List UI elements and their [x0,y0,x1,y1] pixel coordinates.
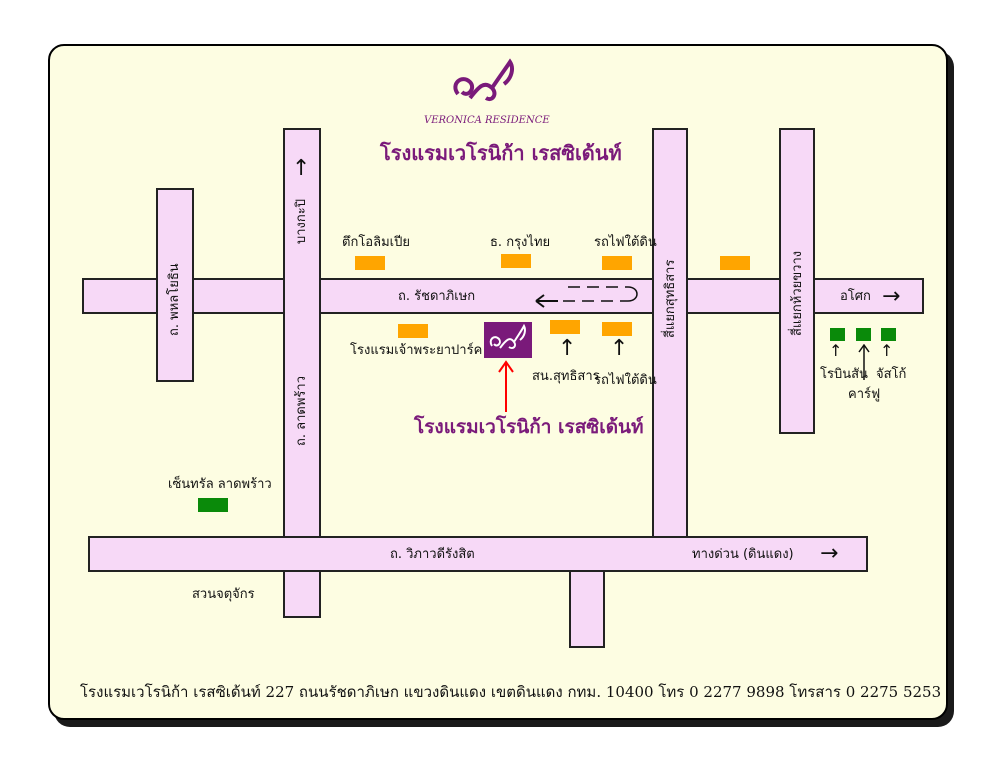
label-asok: อโศก [840,289,871,304]
label-mrt1: รถไฟใต้ดิน [594,235,657,250]
road-south-stub [569,570,605,648]
arrow-right-expressway-icon: → [820,541,839,566]
u-turn-route-icon [535,286,638,308]
label-huaikhwang: สี่แยกห้วยขวาง [790,250,805,336]
hotel-red-arrow-icon [498,360,514,412]
label-robinson: โรบินสัน [820,367,868,382]
hotel-marker-label: โรงแรมเวโรนิก้า เรสซิเด้นท์ [414,416,644,438]
arrow-up-robinson-icon: ↑ [829,341,843,360]
landmark-jusco-marker [881,328,896,341]
hotel-title: โรงแรมเวโรนิก้า เรสซิเด้นท์ [380,141,622,165]
label-police: สน.สุทธิสาร [532,369,600,384]
road-phahon [156,188,194,382]
landmark-central-marker [198,498,228,512]
label-phahon: ถ. พหลโยธิน [167,263,182,336]
label-ladprao: ถ. ลาดพร้าว [294,376,309,446]
landmark-carrefour-marker [856,328,871,341]
label-expressway: ทางด่วน (ดินแดง) [692,547,794,562]
label-chaophraya: โรงแรมเจ้าพระยาปาร์ค [350,343,483,358]
label-bangkapi: บางกะปิ [294,198,309,244]
arrow-up-carrefour-icon [858,344,870,380]
road-sutthisan [652,128,688,540]
landmark-police-marker [550,320,580,334]
label-chatuchak: สวนจตุจักร [192,587,255,602]
label-ratchada: ถ. รัชดาภิเษก [398,289,476,304]
hotel-location-marker [484,322,532,358]
veronica-logo-icon [453,58,514,101]
label-krungthai: ธ. กรุงไทย [490,235,551,250]
landmark-krungthai-marker [501,254,531,268]
logo-text: VERONICA RESIDENCE [424,115,550,126]
road-vibhavadi [88,536,868,572]
arrow-up-bangkapi-icon: ↑ [292,156,311,181]
address-footer: โรงแรมเวโรนิก้า เรสซิเด้นท์ 227 ถนนรัชดา… [80,683,942,701]
arrow-up-mrt2-icon: ↑ [610,336,629,361]
label-central: เซ็นทรัล ลาดพร้าว [168,477,272,492]
landmark-chaophraya-marker [398,324,428,338]
arrow-up-police-icon: ↑ [558,336,577,361]
arrow-right-asok-icon: → [882,284,901,309]
landmark-olympia-marker [355,256,385,270]
label-jusco: จัสโก้ [876,367,907,382]
arrow-up-jusco-icon: ↑ [880,341,894,360]
landmark-robinson-marker [830,328,845,341]
landmark-mrt2-marker [602,322,632,336]
landmark-east-marker [720,256,750,270]
veronica-small-logo-icon [489,323,526,350]
road-huaikhwang [779,128,815,434]
label-sutthisan: สี่แยกสุทธิสาร [663,259,678,338]
map-card: VERONICA RESIDENCE โรงแรมเวโรนิก้า เรสซิ… [48,44,948,720]
label-carrefour: คาร์ฟู [848,387,881,402]
landmark-mrt1-marker [602,256,632,270]
label-vibhavadi: ถ. วิภาวดีรังสิต [390,547,475,562]
label-olympia: ตึกโอลิมเปีย [342,235,410,250]
label-mrt2: รถไฟใต้ดิน [594,373,657,388]
